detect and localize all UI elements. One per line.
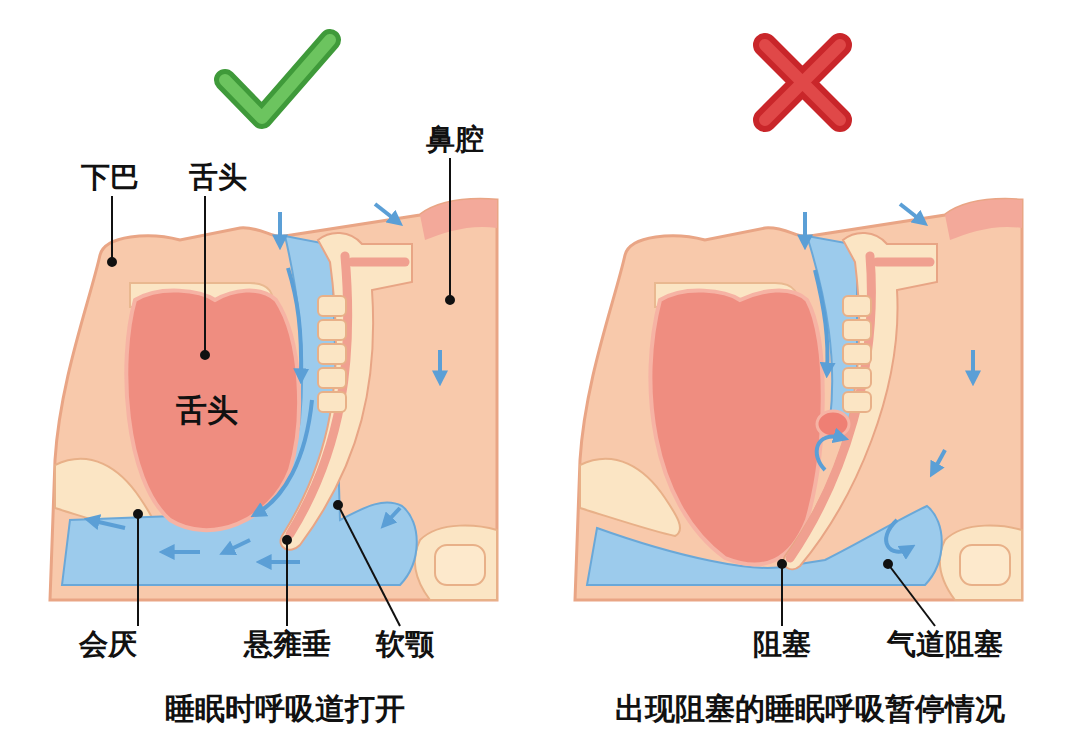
spine xyxy=(318,296,346,412)
part-label: 鼻腔 xyxy=(426,124,484,156)
part-label: 阻塞 xyxy=(753,629,811,661)
head-base xyxy=(50,199,497,600)
tongue-enlarged xyxy=(650,291,822,565)
soft-palate xyxy=(281,233,412,550)
soft-palate-inner xyxy=(790,256,871,558)
part-label: 会厌 xyxy=(79,629,137,661)
nasal-wall xyxy=(877,258,930,267)
airflow-arrows xyxy=(90,204,440,562)
tongue xyxy=(126,291,299,531)
blocked-airway-panel xyxy=(575,199,1022,600)
soft-palate xyxy=(783,233,937,569)
uvula-blockage xyxy=(817,411,849,437)
panel-caption: 出现阻塞的睡眠呼吸暂停情况 xyxy=(615,692,1005,725)
part-label: 舌头 xyxy=(189,162,247,194)
check-mark xyxy=(225,40,330,118)
part-label: 气道阻塞 xyxy=(887,629,1003,661)
part-label: 悬雍垂 xyxy=(244,629,331,661)
leader-lines xyxy=(108,158,935,626)
panel-caption: 睡眠时呼吸道打开 xyxy=(165,692,405,725)
head-base xyxy=(575,199,1022,600)
cross-mark-highlight xyxy=(765,45,840,120)
open-airway-panel xyxy=(50,199,497,600)
airflow-arrows xyxy=(805,204,973,552)
soft-palate-inner xyxy=(290,256,348,534)
check-mark-highlight xyxy=(225,40,330,118)
part-label: 舌头 xyxy=(176,393,238,427)
part-label: 下巴 xyxy=(81,162,139,194)
part-label: 软颚 xyxy=(376,629,434,661)
cross-mark xyxy=(765,45,840,120)
spine xyxy=(843,296,871,412)
nasal-wall xyxy=(352,258,405,267)
